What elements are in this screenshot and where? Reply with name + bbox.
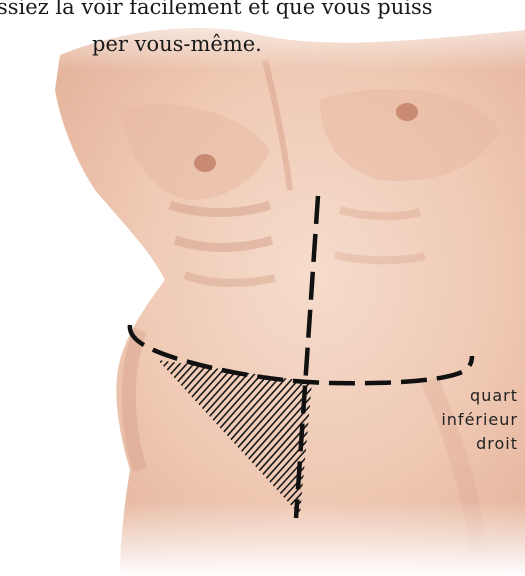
region-label: quart inférieur droit	[384, 384, 518, 456]
region-label-line-2: inférieur	[384, 408, 518, 432]
bottom-fade	[0, 500, 525, 576]
caption-line-1: ssiez la voir facilement et que vous pui…	[0, 0, 433, 19]
hatch-stroke	[0, 355, 125, 520]
hatch-stroke	[0, 355, 55, 520]
right-nipple	[396, 103, 418, 121]
hatch-stroke	[0, 355, 76, 520]
hatch-stroke	[0, 355, 34, 520]
left-nipple	[194, 154, 216, 172]
hatch-stroke	[0, 355, 27, 520]
hatch-stroke	[0, 355, 97, 520]
hatch-stroke	[0, 355, 83, 520]
hatch-stroke	[0, 355, 48, 520]
hatch-stroke	[0, 355, 132, 520]
region-label-line-1: quart	[384, 384, 518, 408]
caption-line-2: per vous-même.	[92, 32, 262, 56]
region-label-line-3: droit	[384, 432, 518, 456]
hatch-stroke	[0, 355, 69, 520]
hatch-stroke	[0, 355, 104, 520]
hatch-stroke	[0, 355, 118, 520]
hatch-stroke	[0, 355, 90, 520]
hatch-stroke	[0, 355, 62, 520]
hatch-stroke	[0, 355, 41, 520]
hatch-stroke	[0, 355, 111, 520]
hatch-stroke	[0, 355, 20, 520]
